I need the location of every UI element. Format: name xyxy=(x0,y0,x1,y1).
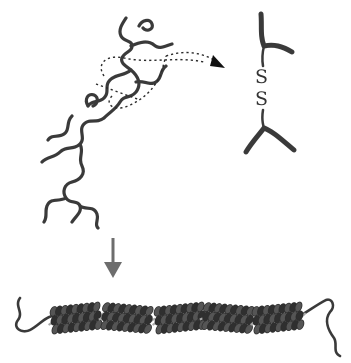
helix-turn xyxy=(93,310,102,321)
dotted-link-outer xyxy=(100,56,205,77)
upper-branch-stem xyxy=(261,44,266,68)
lower-branch-right xyxy=(261,125,297,153)
coil-strand-bottom-right xyxy=(78,204,100,230)
helix-turn xyxy=(245,314,254,325)
helical-fiber xyxy=(14,296,342,358)
helix-bundle xyxy=(47,301,105,335)
upper-branch-left xyxy=(258,11,267,49)
coil-strand-loop-small xyxy=(84,93,99,108)
helix-turn xyxy=(296,319,305,330)
helix-turn xyxy=(145,305,154,316)
helix-bundle xyxy=(151,301,209,335)
helix-bundle xyxy=(249,301,307,335)
upper-branch-right xyxy=(261,42,295,55)
down-arrow-head xyxy=(104,262,122,278)
fiber-left-tail xyxy=(14,296,54,333)
dotted-link-inner xyxy=(108,55,167,109)
dotted-arrow-head xyxy=(210,55,225,68)
helix-units xyxy=(47,301,307,335)
helix-bundle xyxy=(98,302,156,334)
helix-turn xyxy=(143,323,152,334)
helix-turn xyxy=(295,310,304,321)
coil-strand-bottom-curl xyxy=(62,180,82,224)
disulfide-sulfur-bottom: S xyxy=(255,88,268,110)
coil-strand-top-right xyxy=(129,40,174,50)
helix-turn xyxy=(294,301,303,312)
dotted-arrow-shaft xyxy=(165,51,215,61)
coil-strand-right-branch xyxy=(134,64,168,86)
disulfide-bond-detail: S S xyxy=(243,11,297,155)
lower-y-branch xyxy=(243,108,297,155)
coil-strand-long-left xyxy=(40,116,106,164)
dotted-crosslinks xyxy=(95,55,205,109)
helix-turn xyxy=(92,301,101,312)
disulfide-sulfur-top: S xyxy=(255,66,268,88)
coil-strand-left-hook xyxy=(46,114,74,142)
helix-turn xyxy=(144,314,153,325)
lower-branch-stem xyxy=(261,108,266,130)
fiber-right-tail xyxy=(298,298,342,358)
dotted-arrow-to-disulfide xyxy=(165,51,225,68)
helix-bundle xyxy=(199,302,257,334)
coil-strand-upper-hook xyxy=(137,18,154,32)
lower-branch-left xyxy=(243,125,267,155)
coil-strand-bottom-left xyxy=(42,196,68,224)
down-arrow xyxy=(104,238,122,278)
random-coil-network xyxy=(40,16,174,230)
upper-y-branch xyxy=(258,11,295,68)
coil-strand-top xyxy=(118,16,134,72)
coil-strand-down xyxy=(70,142,85,184)
